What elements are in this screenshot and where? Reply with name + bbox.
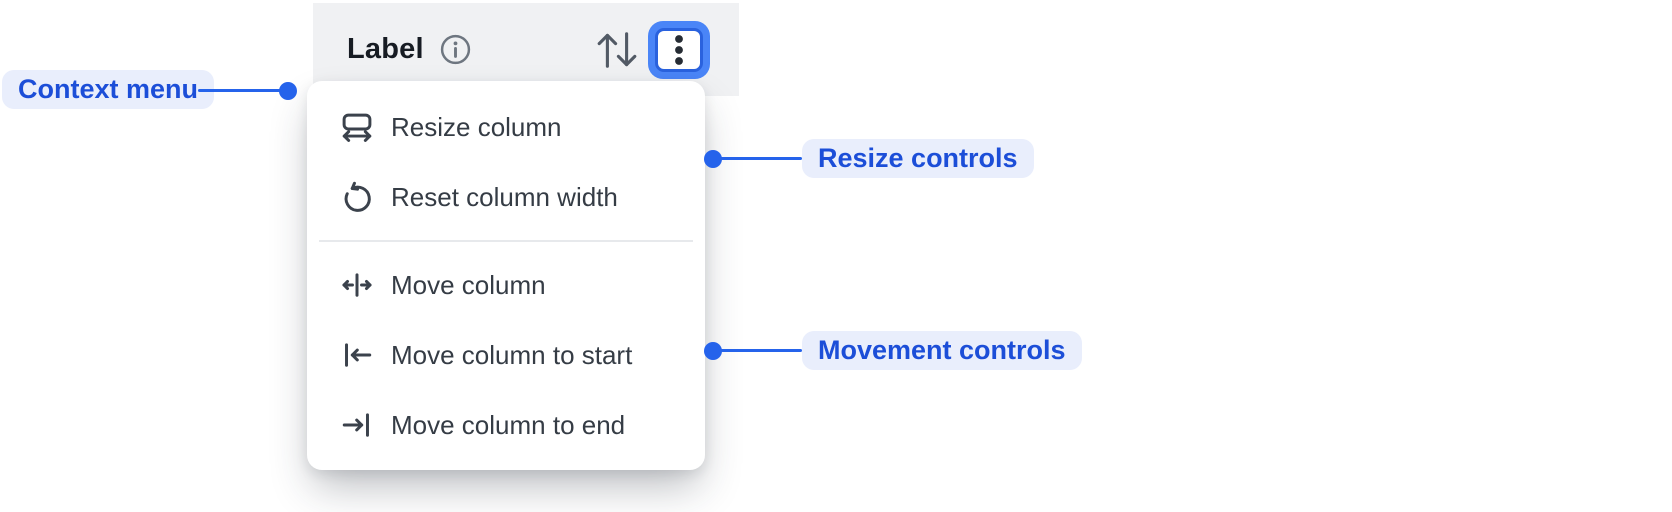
annotation-connector-dot (279, 82, 297, 100)
menu-item-move-column[interactable]: Move column (307, 250, 705, 320)
menu-item-label: Move column (391, 269, 546, 300)
annotation-context-menu: Context menu (2, 70, 215, 109)
menu-item-label: Resize column (391, 111, 562, 142)
move-column-to-end-icon (342, 413, 369, 437)
sort-icon[interactable] (593, 29, 641, 71)
annotation-connector-dot (704, 150, 722, 168)
column-options-kebab-button[interactable] (655, 27, 703, 72)
menu-item-move-column-to-end[interactable]: Move column to end (307, 390, 705, 460)
menu-item-resize-column[interactable]: Resize column (307, 92, 705, 162)
menu-item-reset-column-width[interactable]: Reset column width (307, 162, 705, 232)
resize-column-icon (342, 113, 372, 142)
kebab-dots-icon (675, 34, 683, 65)
menu-item-label: Move column to start (391, 339, 633, 370)
reset-column-width-icon (344, 181, 371, 212)
annotation-resize-controls: Resize controls (802, 139, 1034, 178)
move-column-icon (342, 273, 372, 297)
menu-item-label: Reset column width (391, 181, 618, 212)
annotation-connector-line (198, 89, 282, 92)
annotation-connector-line (718, 157, 802, 160)
annotation-connector-dot (704, 342, 722, 360)
info-icon[interactable] (438, 32, 473, 67)
column-header-cell: Label (313, 3, 739, 96)
column-header-title: Label (347, 33, 424, 65)
menu-item-label: Move column to end (391, 409, 626, 440)
move-column-to-start-icon (345, 343, 372, 367)
menu-divider (319, 240, 693, 242)
annotation-movement-controls: Movement controls (802, 331, 1082, 370)
annotation-connector-line (718, 349, 802, 352)
menu-item-move-column-to-start[interactable]: Move column to start (307, 320, 705, 390)
focus-ring (648, 20, 710, 79)
column-context-menu: Resize column Reset column width Move co… (307, 81, 705, 470)
